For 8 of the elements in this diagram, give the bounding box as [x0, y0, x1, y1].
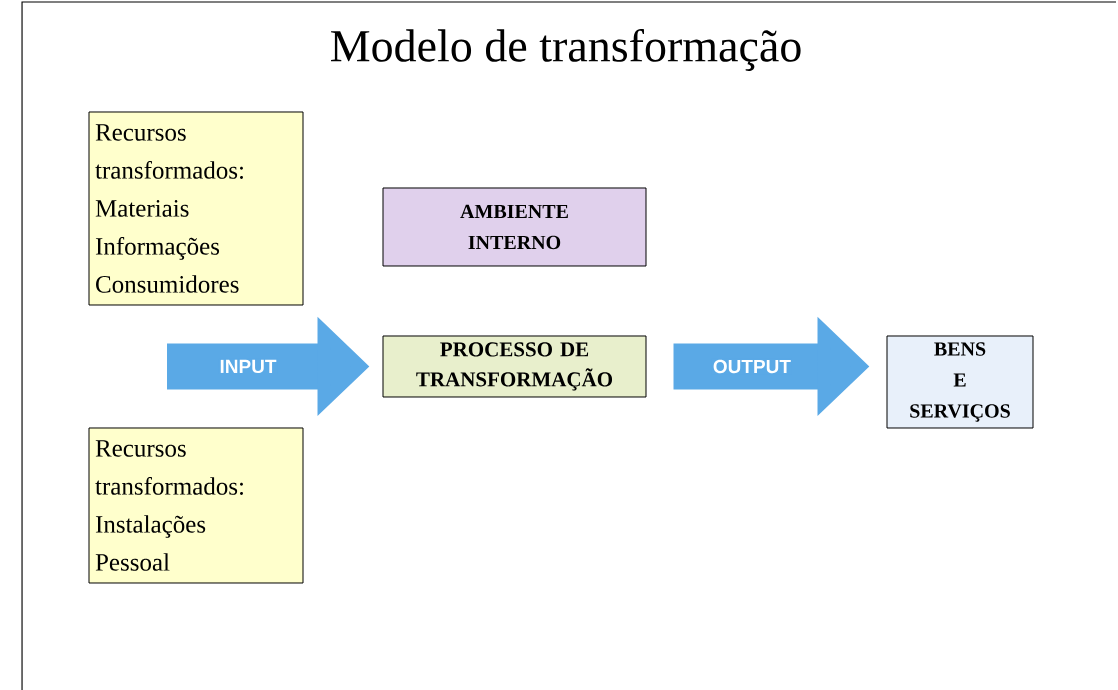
title: Modelo de transformação — [331, 28, 801, 72]
resource-box: Recursos transformados: Materiais Informações Consumidores — [88, 111, 304, 306]
process-box: BENS E SERVIÇOS — [886, 335, 1034, 429]
edge-label: INPUT — [220, 359, 277, 374]
process-box: AMBIENTE INTERNO — [382, 187, 647, 267]
resource-box: Recursos transformados: Instalações Pessoal — [88, 427, 304, 584]
process-box: PROCESSO DE TRANSFORMAÇÃO — [382, 335, 647, 398]
edge-label: OUTPUT — [713, 359, 791, 374]
